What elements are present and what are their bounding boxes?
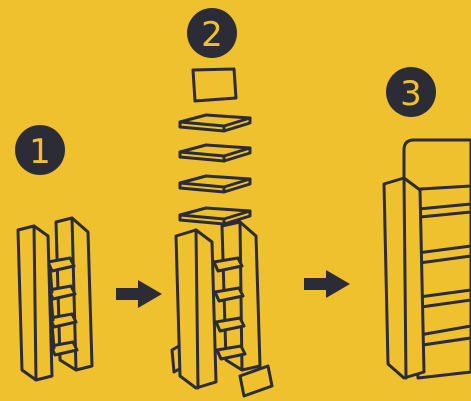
step-2-illustration xyxy=(170,67,274,398)
step-2-bracket xyxy=(214,316,246,333)
step-2-bracket xyxy=(212,256,244,273)
step-2-shelf-tray xyxy=(178,143,252,163)
step-1-bracket xyxy=(49,340,79,357)
step-2-bracket xyxy=(213,286,245,303)
right-arrow-icon xyxy=(304,270,350,298)
step-2-shelf-tray xyxy=(178,113,252,133)
step-2-header-card xyxy=(191,67,238,103)
step-2-shelf-tray xyxy=(178,206,252,226)
step-2-number: 2 xyxy=(201,15,223,55)
step-1-number: 1 xyxy=(29,132,51,172)
step-3-number: 3 xyxy=(400,74,422,114)
step-2-kick-plate xyxy=(238,364,274,398)
step-2-badge: 2 xyxy=(187,8,237,58)
step-3-illustration xyxy=(382,138,471,380)
step-2-shelf-tray xyxy=(178,174,252,194)
right-arrow-icon xyxy=(116,280,162,308)
step-1-badge: 1 xyxy=(15,125,65,175)
step-2-bracket xyxy=(215,344,247,361)
step-3-badge: 3 xyxy=(386,67,436,117)
step-1-illustration xyxy=(16,216,94,382)
